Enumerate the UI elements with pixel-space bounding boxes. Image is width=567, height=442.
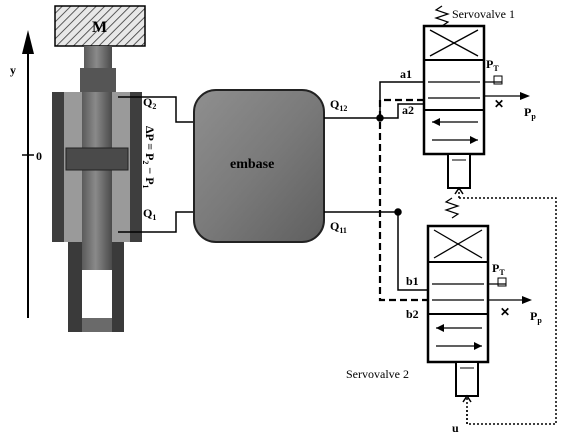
sv2-pp-label: Pp — [530, 309, 542, 325]
q12-label: Q12 — [330, 97, 347, 113]
mass-label: M — [92, 19, 107, 36]
mass-block: M — [54, 5, 146, 47]
servovalve-1: Servovalve 1 ✕ PT Pp a1 a2 — [400, 5, 536, 189]
dashed-cross-lines — [378, 98, 428, 302]
zero-label: 0 — [36, 149, 42, 163]
embase-block: embase — [193, 89, 325, 243]
q1-label: Q1 — [143, 206, 156, 222]
delta-p-label: ΔP = P2 − P1 — [141, 126, 157, 189]
y-axis: y 0 — [10, 30, 42, 318]
sv1-x-mark: ✕ — [494, 97, 504, 111]
servovalve-2: ✕ PT Pp b1 b2 Servovalve 2 — [346, 197, 542, 397]
input-label: u — [452, 421, 459, 435]
sv2-b1-label: b1 — [406, 274, 419, 288]
servovalve1-title: Servovalve 1 — [452, 7, 515, 21]
sv1-pp-label: Pp — [524, 105, 536, 121]
sv2-x-mark: ✕ — [500, 305, 510, 319]
sv1-a2-label: a2 — [402, 103, 414, 117]
axis-label: y — [10, 63, 16, 77]
servovalve2-title: Servovalve 2 — [346, 367, 409, 381]
axis-arrow-icon — [22, 30, 34, 54]
sv2-b2-label: b2 — [406, 307, 419, 321]
cylinder-to-embase-lines — [134, 96, 194, 233]
sv1-pt-label: PT — [486, 57, 499, 73]
control-signal-lines — [454, 186, 557, 425]
embase-label: embase — [230, 157, 274, 172]
sv1-a1-label: a1 — [400, 67, 412, 81]
q11-label: Q11 — [330, 219, 347, 235]
hydraulic-cylinder — [52, 46, 142, 332]
sv2-pt-label: PT — [492, 261, 505, 277]
q2-label: Q2 — [143, 95, 156, 111]
